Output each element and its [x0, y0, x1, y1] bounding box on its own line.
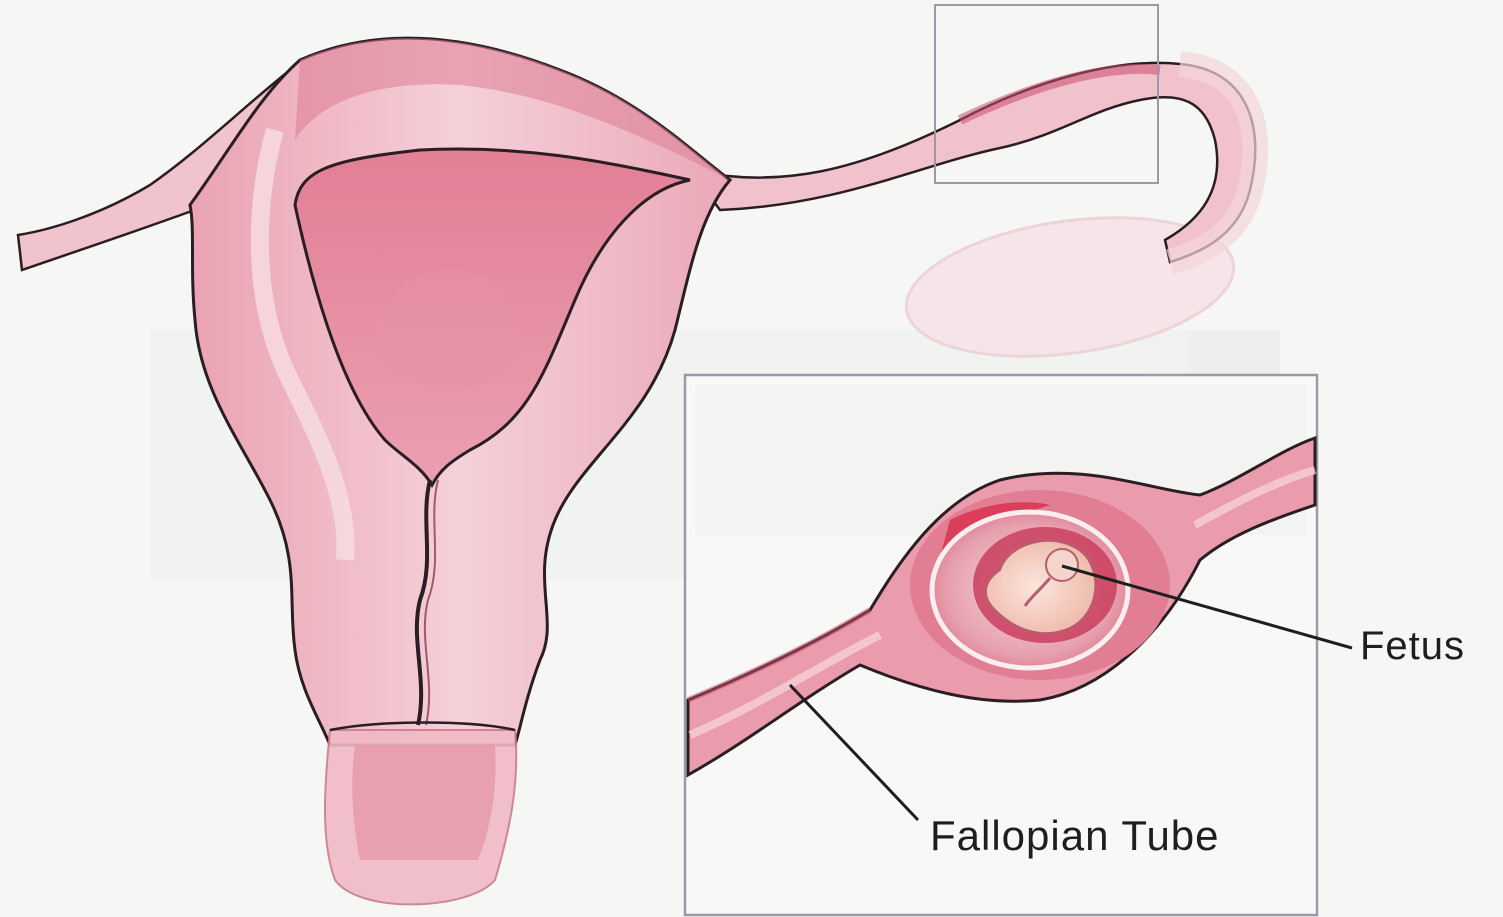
vagina: [325, 723, 516, 905]
fallopian-tube-label: Fallopian Tube: [930, 812, 1220, 860]
fetus-label: Fetus: [1360, 624, 1465, 669]
